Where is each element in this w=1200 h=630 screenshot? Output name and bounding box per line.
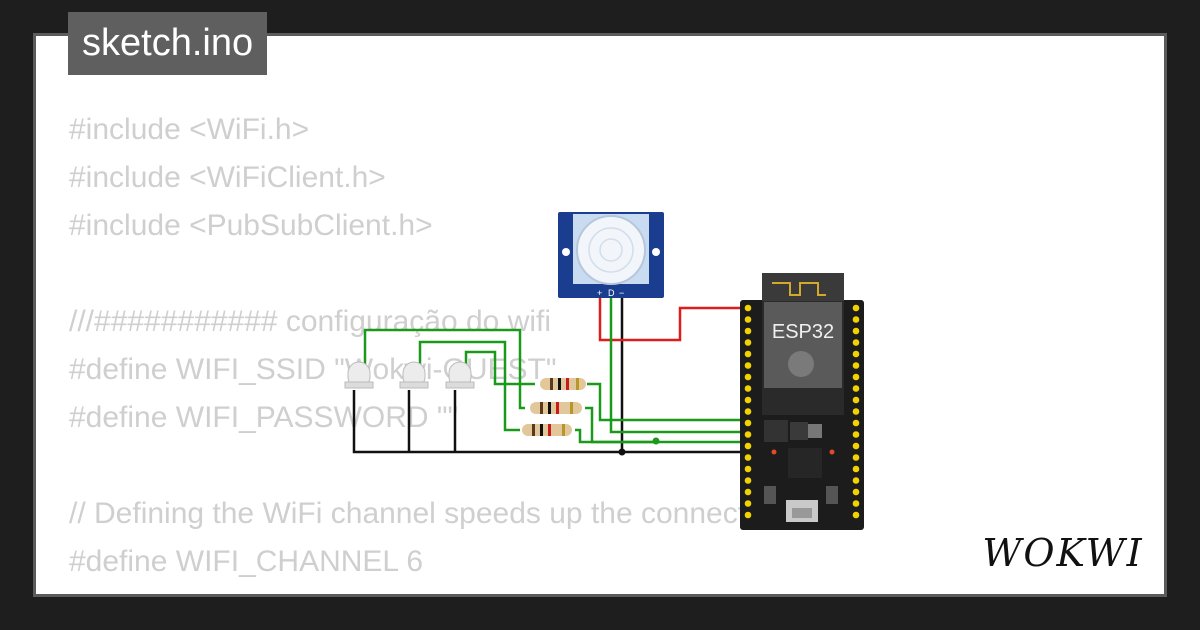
header-pin[interactable] xyxy=(744,511,752,519)
header-pin[interactable] xyxy=(744,304,752,312)
header-pin[interactable] xyxy=(852,454,860,461)
header-pin[interactable] xyxy=(744,488,752,496)
header-pin[interactable] xyxy=(852,396,860,404)
header-pin[interactable] xyxy=(744,339,752,346)
wokwi-logo: WOKWI xyxy=(978,528,1148,578)
header-pin[interactable] xyxy=(744,327,752,335)
header-pin[interactable] xyxy=(852,488,860,496)
code-editor[interactable]: #include <WiFi.h> #include <WiFiClient.h… xyxy=(69,106,816,594)
header-pin[interactable] xyxy=(744,454,752,461)
header-pin[interactable] xyxy=(744,442,752,450)
resistor-1[interactable] xyxy=(540,378,586,390)
code-line: #include <PubSubClient.h> xyxy=(69,209,433,242)
header-pin[interactable] xyxy=(852,431,860,438)
signal-wires xyxy=(363,298,748,444)
header-pin[interactable] xyxy=(744,373,752,381)
code-line: // Defining the WiFi channel speeds up t… xyxy=(69,497,795,530)
header-pin[interactable] xyxy=(852,419,860,427)
pir-pin-gnd: − xyxy=(619,288,624,298)
header-pin[interactable] xyxy=(852,316,860,323)
header-pin[interactable] xyxy=(852,465,860,473)
header-pin[interactable] xyxy=(744,477,752,484)
code-line: #include <WiFi.h> xyxy=(69,113,310,146)
header-pin[interactable] xyxy=(852,511,860,519)
header-pin[interactable] xyxy=(744,362,752,369)
header-pin[interactable] xyxy=(744,465,752,473)
led-3[interactable] xyxy=(445,361,475,389)
esp32-left-pins xyxy=(744,304,752,519)
pir-pin-data: D xyxy=(608,288,615,298)
header-pin[interactable] xyxy=(852,327,860,335)
pir-sensor[interactable]: + D − xyxy=(558,212,664,298)
code-line: #include <WiFiClient.h> xyxy=(69,161,386,194)
header-pin[interactable] xyxy=(744,396,752,404)
code-line: ///########### configuração do wifi xyxy=(69,305,552,338)
header-pin[interactable] xyxy=(744,419,752,427)
header-pin[interactable] xyxy=(744,316,752,323)
esp32-board[interactable]: ESP32 xyxy=(740,273,864,530)
ground-wires xyxy=(352,298,748,454)
file-tab[interactable]: sketch.ino xyxy=(68,12,268,75)
code-line: int status = WL_IDLE_STATUS; // the Wifi… xyxy=(69,593,816,594)
header-pin[interactable] xyxy=(744,350,752,358)
header-pin[interactable] xyxy=(852,385,860,392)
resistor-3[interactable] xyxy=(522,424,572,436)
header-pin[interactable] xyxy=(852,350,860,358)
code-line: #define WIFI_PASSWORD "" xyxy=(69,401,459,434)
header-pin[interactable] xyxy=(852,304,860,312)
header-pin[interactable] xyxy=(852,362,860,369)
header-pin[interactable] xyxy=(744,385,752,392)
pir-pin-vcc: + xyxy=(597,288,602,298)
power-wire xyxy=(598,298,748,342)
esp32-right-pins xyxy=(852,304,860,519)
header-pin[interactable] xyxy=(852,339,860,346)
header-pin[interactable] xyxy=(852,373,860,381)
header-pin[interactable] xyxy=(852,408,860,415)
header-pin[interactable] xyxy=(744,431,752,438)
header-pin[interactable] xyxy=(852,442,860,450)
esp32-label: ESP32 xyxy=(772,321,834,343)
header-pin[interactable] xyxy=(744,408,752,415)
code-card: #include <WiFi.h> #include <WiFiClient.h… xyxy=(33,33,1167,597)
led-1[interactable] xyxy=(344,361,374,389)
header-pin[interactable] xyxy=(744,500,752,507)
logo-text: WOKWI xyxy=(982,531,1143,575)
header-pin[interactable] xyxy=(852,477,860,484)
code-line: #define WIFI_CHANNEL 6 xyxy=(69,545,424,578)
led-2[interactable] xyxy=(399,361,429,389)
header-pin[interactable] xyxy=(852,500,860,507)
resistor-2[interactable] xyxy=(530,402,582,414)
